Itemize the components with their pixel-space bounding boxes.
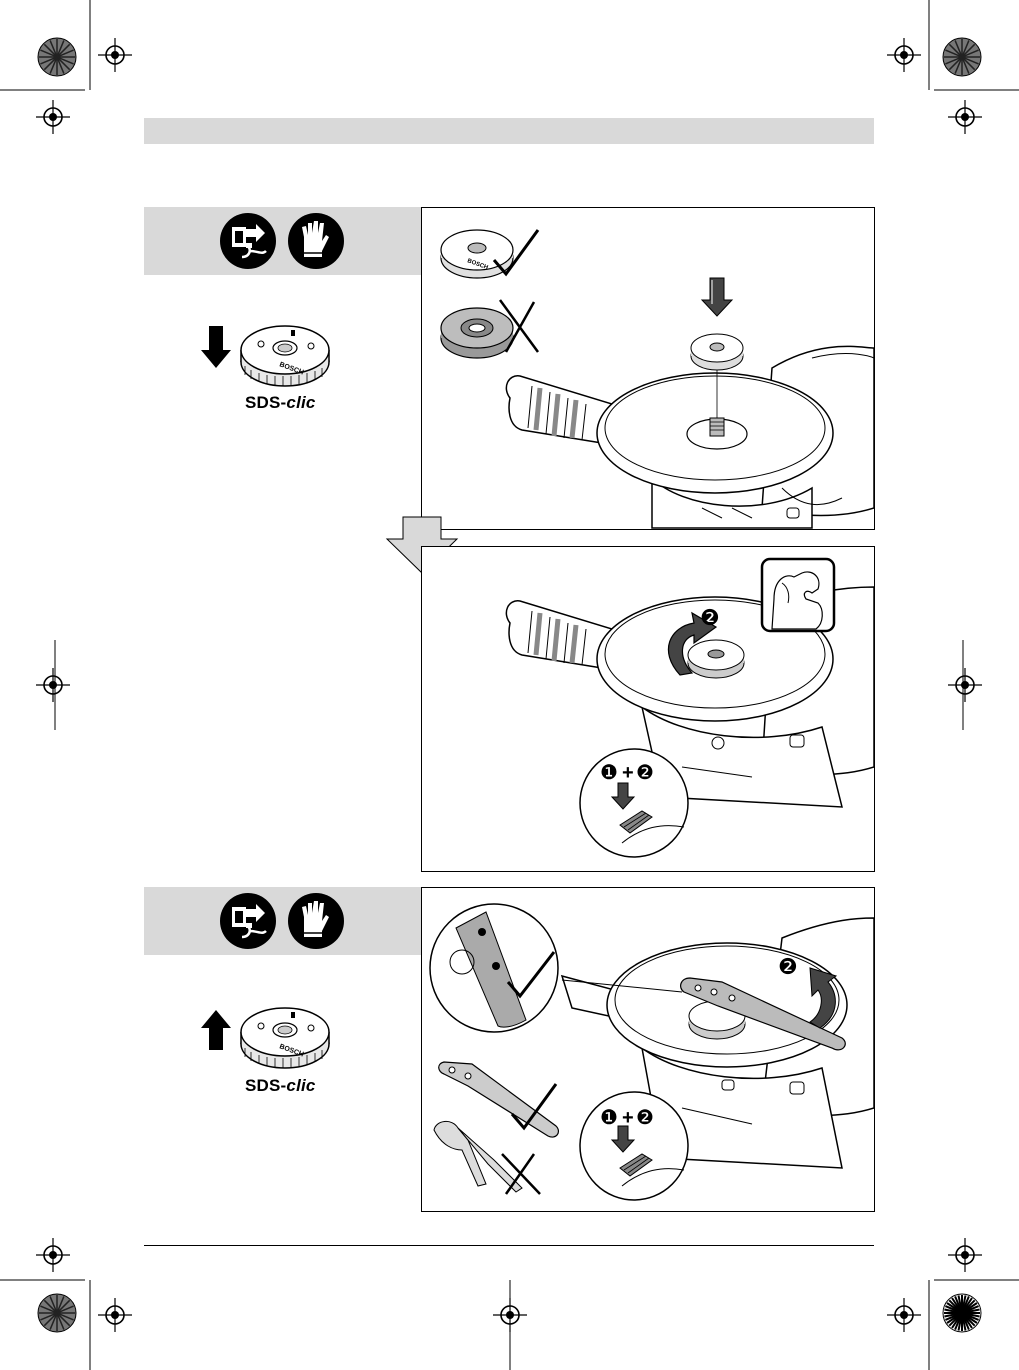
arrow-up-icon	[201, 1010, 231, 1050]
step-2-badge: ❷	[700, 606, 720, 631]
nut-down-illustration: BOSCH	[195, 312, 335, 392]
angle-grinder	[506, 334, 874, 528]
sds-clic-nut: BOSCH	[241, 326, 329, 386]
sds-label-brand: clic	[286, 1076, 315, 1095]
safety-panel-remove	[144, 887, 421, 955]
sds-clic-label-mount: SDS-clic	[245, 393, 316, 413]
gloves-icon	[288, 213, 344, 269]
sds-label-prefix: SDS-	[245, 1076, 286, 1095]
footer-rule	[144, 1245, 874, 1246]
sds-label-brand: clic	[286, 393, 315, 412]
safety-panel-mount	[144, 207, 421, 275]
header-bar	[144, 118, 874, 144]
unplug-icon	[220, 893, 276, 949]
step-2-badge: ❷	[636, 1105, 654, 1129]
frame-mount-nut: BOSCH	[421, 207, 875, 530]
gloves-icon	[288, 893, 344, 949]
frame-tighten-nut: ❷ ❶ + ❷	[421, 546, 875, 872]
step-1-badge: ❶	[600, 760, 618, 784]
step-plus: +	[622, 1107, 634, 1129]
unplug-icon	[220, 213, 276, 269]
step-2-badge: ❷	[778, 955, 798, 980]
step-2-badge: ❷	[636, 760, 654, 784]
arrow-down-icon	[702, 278, 732, 316]
step-1-badge: ❶	[600, 1105, 618, 1129]
sds-clic-label-remove: SDS-clic	[245, 1076, 316, 1096]
sds-label-prefix: SDS-	[245, 393, 286, 412]
sds-clic-nut: BOSCH	[241, 1008, 329, 1068]
pliers-incorrect-example	[434, 1121, 540, 1194]
incorrect-nut-example	[441, 308, 513, 358]
arrow-down-icon	[201, 326, 231, 368]
frame-remove-nut: ❷	[421, 887, 875, 1212]
strength-icon	[762, 559, 834, 631]
step-plus: +	[622, 762, 634, 784]
nut-up-illustration: BOSCH	[195, 994, 335, 1074]
